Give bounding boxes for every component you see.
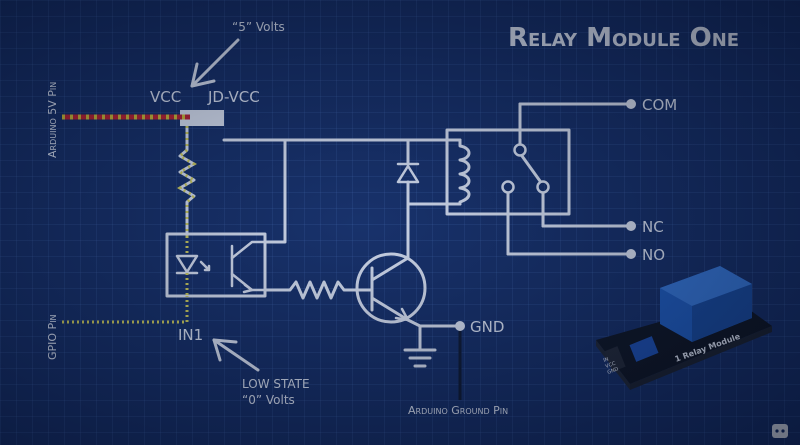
com-label: COM (642, 96, 677, 114)
com-terminal-icon (626, 99, 636, 109)
led-icon (175, 236, 211, 296)
module-pin-gnd: GND (607, 366, 620, 376)
arduino-ground-pin-label: Arduino Ground Pin (408, 404, 508, 417)
module-pin-vcc: VCC (605, 361, 617, 370)
nc-terminal-icon (626, 221, 636, 231)
arduino-5v-pin-label: Arduino 5V Pin (46, 82, 59, 158)
relay-switch-icon (501, 102, 550, 256)
diode-icon (396, 138, 449, 206)
gpio-pin-label: GPIO Pin (46, 314, 59, 360)
nc-label: NC (642, 218, 664, 236)
optocoupler-box (165, 232, 267, 298)
transistor-icon (355, 202, 427, 328)
gnd-terminal-icon (455, 321, 465, 331)
no-terminal-icon (626, 249, 636, 259)
in1-label: IN1 (178, 326, 203, 344)
gnd-label: GND (470, 318, 504, 336)
low-state-arrow-icon (212, 338, 260, 372)
diagram-title: Relay Module One (508, 23, 739, 53)
five-volts-label: “5” Volts (232, 20, 285, 34)
base-resistor-icon (263, 280, 364, 300)
module-pin-in: IN (603, 356, 610, 364)
channel-logo-icon (772, 424, 788, 438)
low-state-label: LOW STATE (242, 377, 310, 391)
relay-module-photo: 1 Relay Module IN VCC GND (596, 266, 772, 390)
gpio-signal-wire (62, 296, 189, 324)
five-volts-arrow-icon (190, 38, 240, 88)
relay-coil-icon (445, 138, 471, 206)
ground-icon (403, 324, 437, 368)
zero-volts-label: “0” Volts (242, 393, 295, 407)
no-label: NO (642, 246, 665, 264)
vcc-jumper-block (180, 110, 224, 126)
vcc-label: VCC (150, 88, 181, 106)
jd-vcc-label: JD-VCC (207, 88, 260, 106)
phototransistor-icon (230, 240, 267, 294)
vcc-resistor-icon (176, 124, 198, 238)
